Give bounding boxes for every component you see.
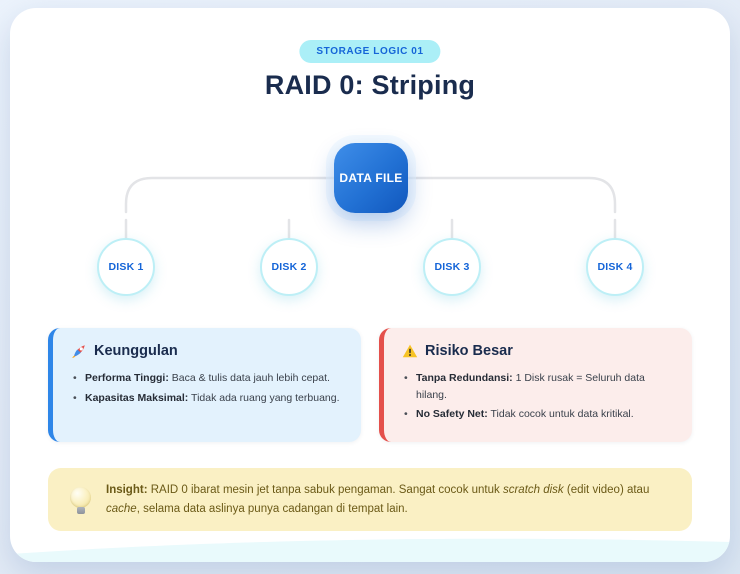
advantages-box: Keunggulan Performa Tinggi: Baca & tulis…: [48, 328, 361, 442]
warning-icon: [402, 343, 418, 359]
risks-title: Risiko Besar: [425, 343, 513, 359]
data-file-node: DATA FILE: [334, 143, 408, 213]
info-boxes-row: Keunggulan Performa Tinggi: Baca & tulis…: [48, 328, 692, 442]
insight-text: Insight: RAID 0 ibarat mesin jet tanpa s…: [106, 483, 650, 515]
infographic-card: STORAGE LOGIC 01 RAID 0: Striping DATA F…: [10, 8, 730, 562]
insight-box: Insight: RAID 0 ibarat mesin jet tanpa s…: [48, 468, 692, 531]
list-item: Kapasitas Maksimal: Tidak ada ruang yang…: [71, 390, 347, 407]
rocket-icon: [71, 343, 87, 359]
risks-list: Tanpa Redundansi: 1 Disk rusak = Seluruh…: [402, 370, 678, 423]
list-item: No Safety Net: Tidak cocok untuk data kr…: [402, 406, 678, 423]
risks-box: Risiko Besar Tanpa Redundansi: 1 Disk ru…: [379, 328, 692, 442]
advantages-list: Performa Tinggi: Baca & tulis data jauh …: [71, 370, 347, 406]
category-badge: STORAGE LOGIC 01: [299, 40, 441, 63]
list-item: Performa Tinggi: Baca & tulis data jauh …: [71, 370, 347, 387]
disk-node-3: DISK 3: [423, 238, 481, 296]
list-item: Tanpa Redundansi: 1 Disk rusak = Seluruh…: [402, 370, 678, 403]
risks-header: Risiko Besar: [402, 343, 678, 359]
disk-node-1: DISK 1: [97, 238, 155, 296]
disk-node-4: DISK 4: [586, 238, 644, 296]
page-title: RAID 0: Striping: [264, 70, 476, 100]
lightbulb-icon: [70, 487, 91, 514]
advantages-title: Keunggulan: [94, 343, 178, 359]
wave-decoration: [10, 538, 730, 562]
disk-node-2: DISK 2: [260, 238, 318, 296]
advantages-header: Keunggulan: [71, 343, 347, 359]
